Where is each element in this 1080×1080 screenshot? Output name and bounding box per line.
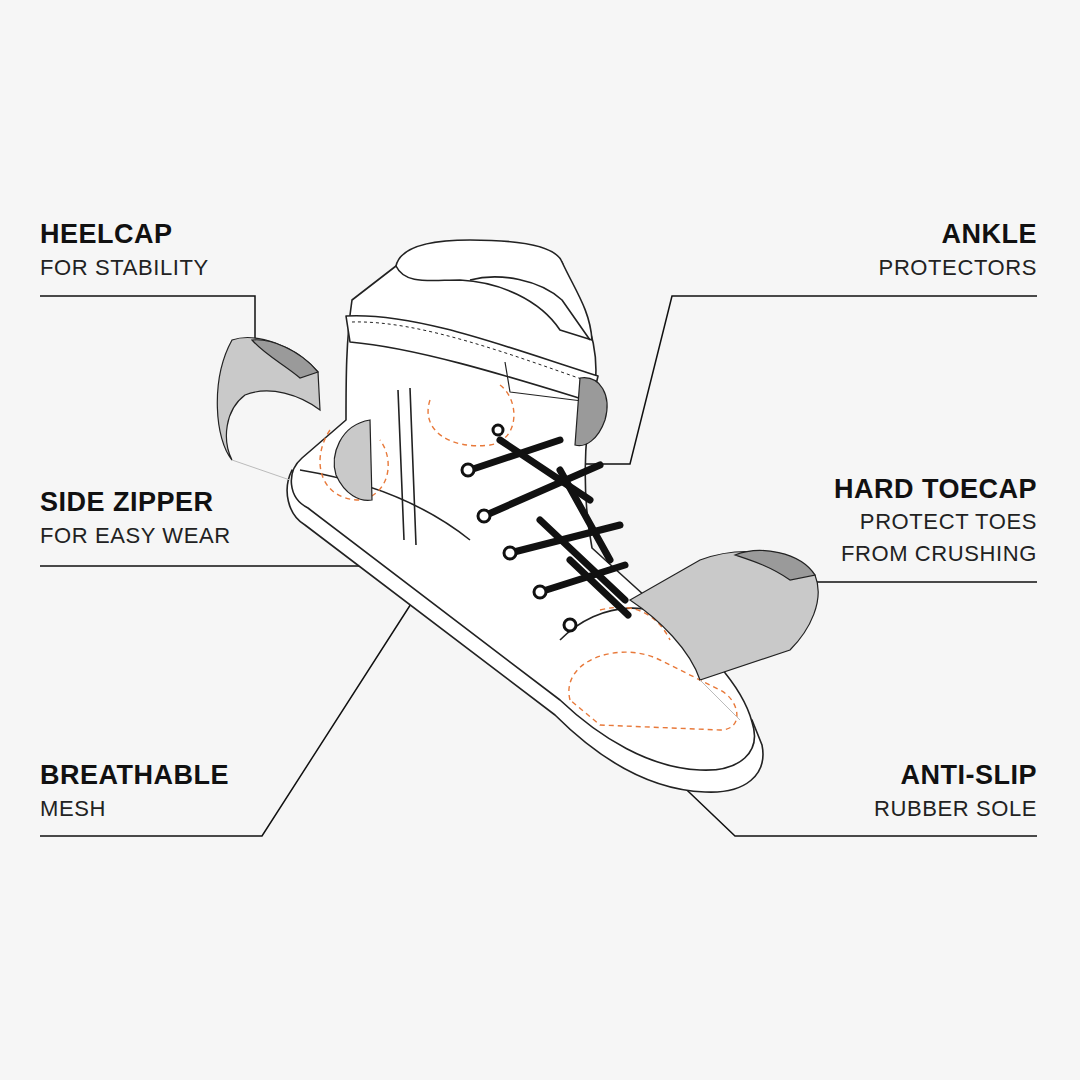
feature-note: MESH bbox=[40, 793, 106, 825]
feature-note: RUBBER SOLE bbox=[874, 793, 1037, 825]
eyelets bbox=[462, 425, 576, 631]
feature-note: PROTECT TOES FROM CRUSHING bbox=[805, 506, 1037, 570]
feature-title: ANTI-SLIP bbox=[901, 759, 1038, 791]
laces bbox=[470, 440, 628, 615]
feature-note: FOR STABILITY bbox=[40, 252, 209, 284]
feature-title: HARD TOECAP bbox=[834, 473, 1037, 505]
stitching bbox=[320, 385, 737, 730]
feature-note: PROTECTORS bbox=[879, 252, 1037, 284]
feature-note: FOR EASY WEAR bbox=[40, 520, 231, 552]
explode-guides bbox=[232, 460, 740, 720]
feature-title: HEELCAP bbox=[40, 218, 173, 250]
boot-body bbox=[287, 240, 763, 792]
feature-title: SIDE ZIPPER bbox=[40, 486, 214, 518]
feature-title: ANKLE bbox=[942, 218, 1038, 250]
protector-parts bbox=[217, 338, 818, 680]
feature-title: BREATHABLE bbox=[40, 759, 229, 791]
